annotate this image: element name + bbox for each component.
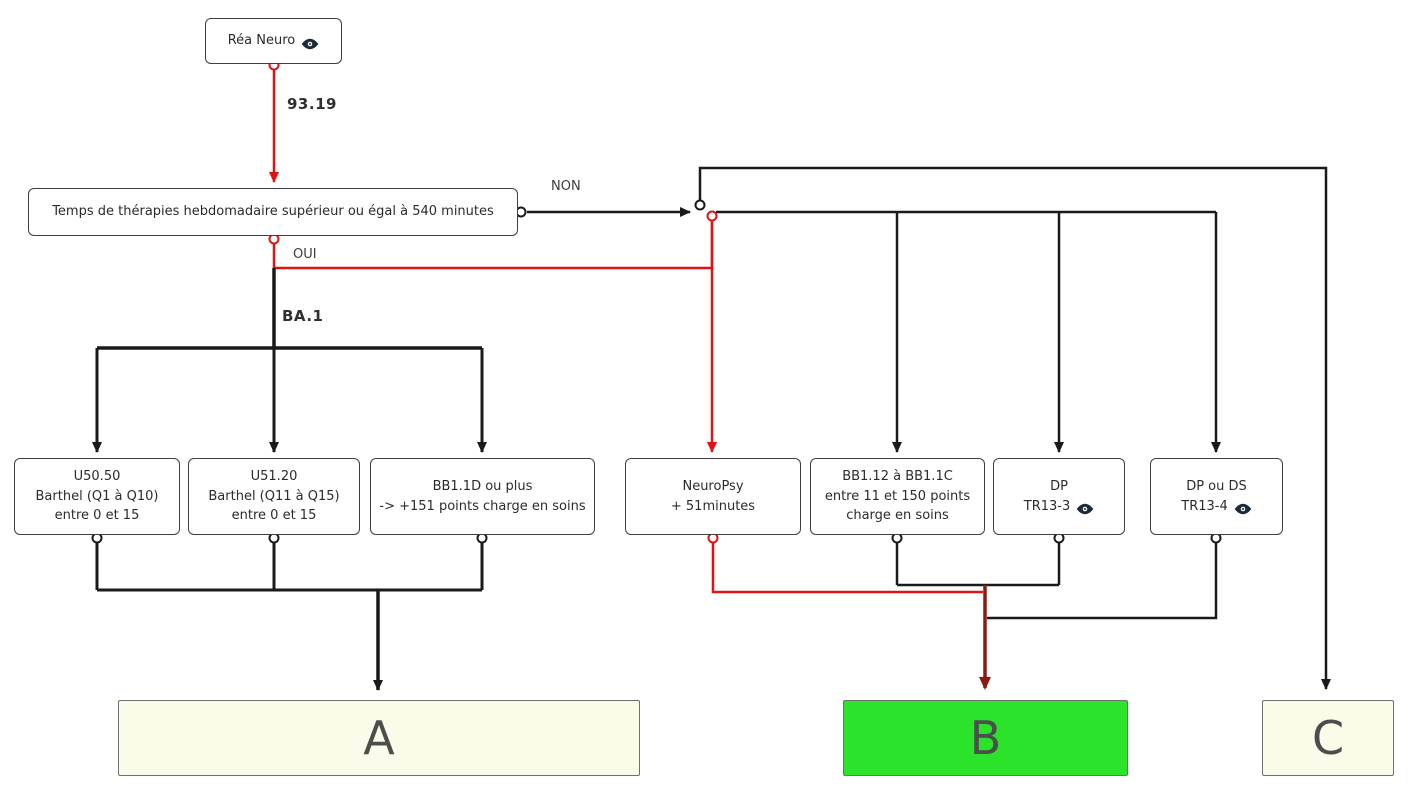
node-line: BB1.12 à BB1.1C [842, 469, 953, 485]
edge-to-c [698, 166, 1331, 690]
result-label: C [1311, 711, 1345, 765]
eye-icon[interactable] [1076, 503, 1094, 515]
node-label: Réa Neuro [227, 33, 296, 49]
edge-right-rail [716, 210, 1221, 453]
node-line: TR13-3 [1023, 498, 1071, 514]
edge-neuropsy-to-b [711, 543, 983, 594]
node-bb1-12[interactable]: BB1.12 à BB1.1C entre 11 et 150 points c… [810, 458, 985, 535]
result-label: A [363, 711, 395, 765]
node-line: NeuroPsy [682, 479, 744, 494]
node-line: -> +151 points charge en soins [379, 498, 586, 514]
node-neuropsy[interactable]: NeuroPsy + 51minutes [625, 458, 801, 535]
edge-label-ba-1: BA.1 [282, 307, 324, 325]
eye-icon[interactable] [301, 38, 319, 50]
node-line: entre 0 et 15 [231, 508, 317, 524]
node-line: BB1.1D ou plus [432, 479, 533, 494]
edge-label-non: NON [551, 179, 581, 194]
result-node-a[interactable]: A [118, 700, 640, 776]
node-label: Temps de thérapies hebdomadaire supérieu… [52, 204, 494, 220]
result-node-c[interactable]: C [1262, 700, 1394, 776]
connector-port [706, 210, 718, 222]
edge-label-93-19: 93.19 [287, 95, 337, 113]
node-u51-20[interactable]: U51.20 Barthel (Q11 à Q15) entre 0 et 15 [188, 458, 360, 535]
connector-port [694, 199, 706, 211]
node-line: Barthel (Q1 à Q10) [35, 488, 159, 504]
edge-label-oui: OUI [293, 247, 317, 262]
node-line: + 51minutes [670, 498, 756, 514]
edge-rea-to-temps [268, 59, 280, 183]
node-line: entre 11 et 150 points [824, 488, 971, 504]
node-line: U50.50 [73, 469, 121, 485]
edge-ba1-tree [92, 268, 487, 453]
node-line: DP ou DS [1186, 479, 1247, 494]
node-rea-neuro[interactable]: Réa Neuro [205, 18, 342, 64]
node-line: Barthel (Q11 à Q15) [208, 488, 340, 504]
node-line: U51.20 [250, 469, 298, 485]
node-temps-therapies[interactable]: Temps de thérapies hebdomadaire supérieu… [28, 188, 518, 236]
node-line: entre 0 et 15 [54, 508, 140, 524]
node-dp-tr13-3[interactable]: DP TR13-3 [993, 458, 1125, 535]
eye-icon[interactable] [1234, 503, 1252, 515]
edge-to-a [95, 543, 484, 691]
node-u50-50[interactable]: U50.50 Barthel (Q1 à Q10) entre 0 et 15 [14, 458, 180, 535]
node-line: DP [1050, 479, 1068, 494]
node-line: charge en soins [846, 508, 949, 524]
edge-black-collect-b [895, 543, 1218, 620]
result-node-b[interactable]: B [843, 700, 1128, 776]
node-line: TR13-4 [1181, 498, 1228, 514]
node-bb1-1d[interactable]: BB1.1D ou plus -> +151 points charge en … [370, 458, 595, 535]
result-label: B [969, 711, 1002, 765]
node-dp-ds-tr13-4[interactable]: DP ou DS TR13-4 [1150, 458, 1283, 535]
